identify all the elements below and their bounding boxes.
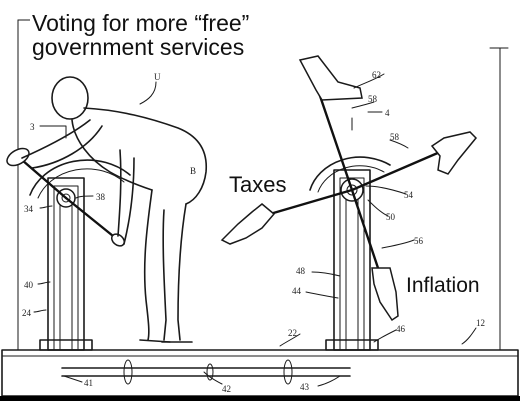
ref-46: 46 — [396, 324, 406, 334]
ref-u: U — [154, 72, 161, 82]
caption-voting-line1: Voting for more “free” — [32, 10, 250, 36]
ref-40: 40 — [24, 280, 34, 290]
bent-figure — [21, 76, 207, 343]
bottom-bar — [0, 396, 520, 401]
ref-48: 48 — [296, 266, 306, 276]
ref-41: 41 — [84, 378, 93, 388]
ref-62: 62 — [372, 70, 381, 80]
boot-right — [430, 131, 478, 175]
boot-bottom — [371, 267, 399, 322]
ref-b: B — [190, 166, 196, 176]
ref-22: 22 — [288, 328, 297, 338]
ref-56: 56 — [414, 236, 424, 246]
outer-frame — [17, 19, 509, 351]
connecting-shaft — [61, 359, 351, 385]
hand-crank — [6, 147, 126, 247]
indicator-arrows — [39, 111, 383, 139]
left-wheel — [29, 159, 131, 199]
ref-34: 34 — [24, 204, 34, 214]
ref-24: 24 — [22, 308, 32, 318]
reference-numerals: 3 U 38 34 40 24 B 22 41 42 43 62 58 4 58… — [22, 70, 485, 394]
boot-arms — [268, 88, 442, 282]
ref-3: 3 — [30, 122, 35, 132]
ref-4: 4 — [385, 108, 390, 118]
caption-voting-line2: government services — [32, 34, 245, 61]
ref-50: 50 — [386, 212, 396, 222]
caption-taxes: Taxes — [227, 172, 289, 197]
left-tower — [39, 177, 93, 351]
ref-54: 54 — [404, 190, 414, 200]
boot-top — [298, 55, 363, 101]
reference-leaders — [33, 73, 477, 387]
boot-left — [220, 203, 276, 245]
caption-inflation: Inflation — [404, 274, 482, 298]
ref-44: 44 — [292, 286, 302, 296]
caption-voting: Voting for more “free” government servic… — [30, 10, 254, 62]
ref-58-right: 58 — [390, 132, 400, 142]
right-tower — [325, 169, 379, 351]
ref-43: 43 — [300, 382, 310, 392]
ref-38: 38 — [96, 192, 106, 202]
ref-42: 42 — [222, 384, 231, 394]
ref-12: 12 — [476, 318, 485, 328]
base-platform — [1, 349, 519, 397]
ref-58-top: 58 — [368, 94, 378, 104]
